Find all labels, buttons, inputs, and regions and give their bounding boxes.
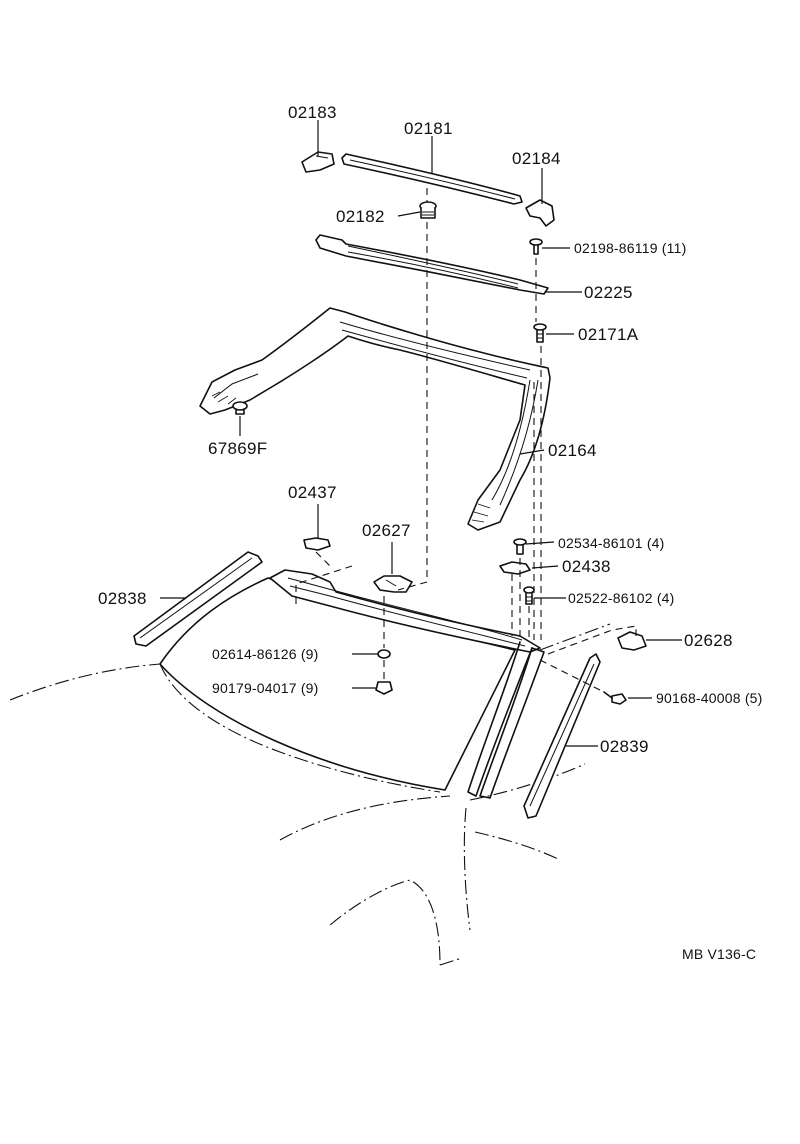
label-02225: 02225: [584, 283, 633, 302]
label-02522-86102: 02522-86102 (4): [568, 590, 675, 606]
bracket-02438-drawing: [499, 561, 531, 575]
label-02164: 02164: [548, 441, 597, 460]
label-90168-40008: 90168-40008 (5): [656, 690, 763, 706]
label-02181: 02181: [404, 119, 453, 138]
clip-90179-drawing: [375, 681, 393, 695]
label-90179-04017: 90179-04017 (9): [212, 680, 319, 696]
label-02838: 02838: [98, 589, 147, 608]
label-02438: 02438: [562, 557, 611, 576]
assembly-dashed-lines: [295, 188, 637, 691]
clip-90168-drawing: [603, 691, 627, 705]
label-02182: 02182: [336, 207, 385, 226]
label-02437: 02437: [288, 483, 337, 502]
label-02534-86101: 02534-86101 (4): [558, 535, 665, 551]
clip-67869f-drawing: [232, 401, 248, 415]
label-02171a: 02171A: [578, 325, 639, 344]
bracket-02627-drawing: [373, 575, 413, 593]
clip-02182: [419, 201, 437, 219]
label-67869f: 67869F: [208, 439, 267, 458]
bracket-02437-drawing: [303, 537, 331, 551]
footer-code: MB V136-C: [682, 946, 756, 962]
side-molding-02838: [133, 551, 263, 647]
screw-02171a-drawing: [533, 323, 547, 343]
retainer-02225: [315, 234, 549, 295]
label-02614-86126: 02614-86126 (9): [212, 646, 319, 662]
windshield-molding-assembly: [269, 569, 545, 799]
end-cap-02184: [525, 199, 555, 227]
leader-lines: [160, 120, 682, 747]
washer-02614-drawing: [377, 649, 391, 659]
label-02628: 02628: [684, 631, 733, 650]
label-02839: 02839: [600, 737, 649, 756]
label-02627: 02627: [362, 521, 411, 540]
part-labels: 02183 02181 02184 02182 02198-86119 (11)…: [98, 103, 763, 962]
screw-02534-drawing: [513, 538, 527, 555]
screw-02522-drawing: [523, 586, 535, 605]
car-body-outline: [9, 623, 611, 966]
label-02184: 02184: [512, 149, 561, 168]
roof-molding-02181: [341, 153, 523, 205]
bracket-02628-drawing: [617, 631, 647, 651]
label-02198-86119: 02198-86119 (11): [574, 240, 686, 256]
frame-02164: [199, 307, 551, 531]
side-molding-02839: [523, 653, 601, 819]
label-02183: 02183: [288, 103, 337, 122]
screw-02198-drawing: [529, 238, 543, 255]
